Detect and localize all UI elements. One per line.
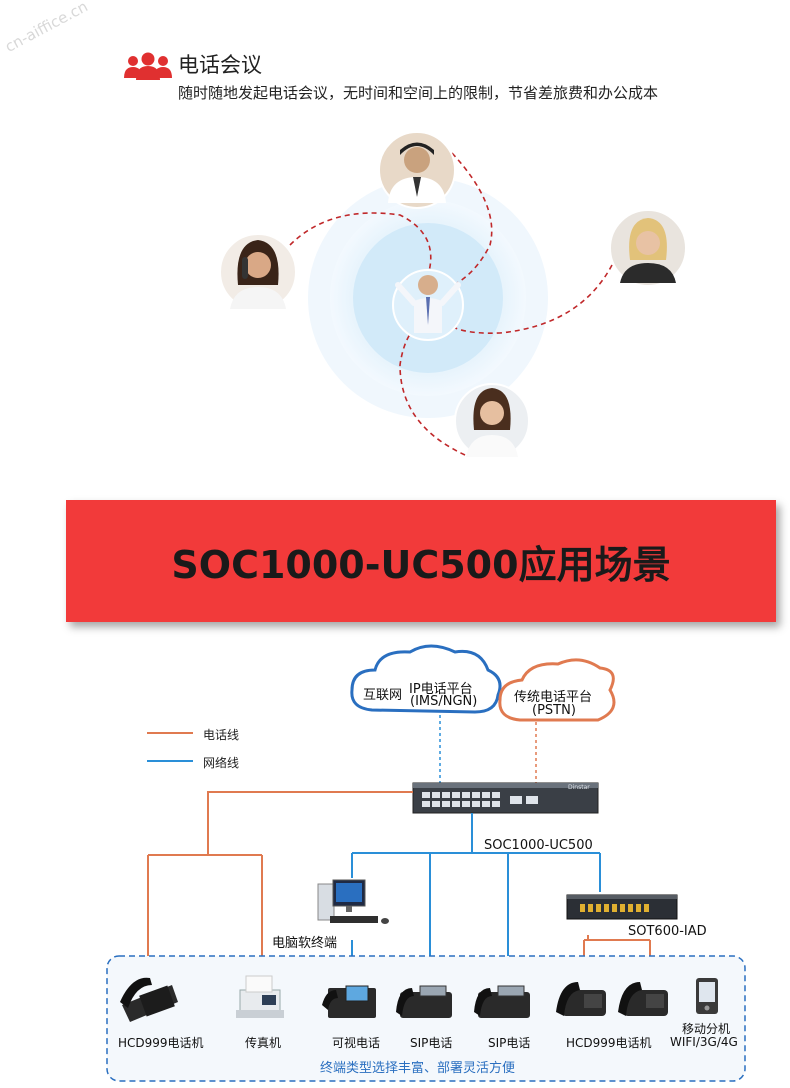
watermark: cn-aiffice.cn [2, 0, 91, 56]
participant-right-avatar [609, 209, 687, 287]
analog-phone-icon [556, 982, 606, 1016]
device-label: HCD999电话机 [118, 1036, 204, 1050]
video-phone-icon [322, 985, 376, 1018]
network-diagram [106, 644, 746, 1082]
participant-bottom-avatar [454, 383, 530, 459]
switch-label: SOC1000-UC500 [484, 838, 593, 853]
device-label: HCD999电话机 [566, 1036, 652, 1050]
mobile-phone-icon [696, 978, 718, 1014]
legend-phone-label: 电话线 [203, 728, 240, 742]
link-right [437, 264, 613, 334]
legend-network-label: 网络线 [203, 756, 240, 770]
pstn-cloud [498, 658, 616, 722]
participant-left-avatar [219, 233, 297, 311]
phone-lines [147, 791, 651, 980]
device-label: 可视电话 [332, 1036, 381, 1050]
pc-softphone-icon [317, 879, 389, 924]
conference-subtitle: 随时随地发起电话会议，无时间和空间上的限制，节省差旅费和办公成本 [178, 84, 659, 102]
fax-machine-icon [236, 975, 284, 1018]
conference-title: 电话会议 [178, 53, 262, 77]
analog-phone-icon [618, 982, 668, 1016]
terminal-footer: 终端类型选择丰富、部署灵活方便 [320, 1061, 516, 1076]
iad-label: SOT600-IAD [628, 924, 707, 939]
device-label: SIP电话 [410, 1036, 453, 1050]
scenario-banner: SOC1000-UC500应用场景 [66, 500, 776, 622]
desk-phone-icon [120, 977, 178, 1022]
people-group-icon [122, 52, 174, 80]
banner-title: SOC1000-UC500应用场景 [171, 542, 671, 587]
soc1000-switch [412, 782, 599, 814]
device-label: SIP电话 [488, 1036, 531, 1050]
internet-cloud-label-left: 互联网 [363, 688, 403, 703]
sip-phone-icon [474, 985, 530, 1018]
pstn-cloud-label-sub: (PSTN) [532, 703, 576, 718]
sot600-iad [566, 894, 678, 920]
participant-center-avatar [392, 269, 464, 341]
sip-phone-icon [396, 985, 452, 1018]
device-label: 移动分机 [682, 1022, 731, 1036]
internet-cloud-label-sub: (IMS/NGN) [410, 694, 478, 709]
switch-brand: Dinstar [568, 784, 590, 791]
pc-label: 电脑软终端 [272, 936, 338, 951]
internet-cloud [350, 644, 502, 714]
device-label: 传真机 [245, 1036, 282, 1050]
pstn-cloud-label: 传统电话平台 [514, 690, 593, 705]
conference-diagram [219, 131, 687, 459]
device-label-sub: WIFI/3G/4G [670, 1035, 738, 1049]
participant-top-avatar [378, 131, 456, 209]
link-left [289, 212, 432, 276]
internet-cloud-label-right: IP电话平台 [409, 682, 473, 697]
